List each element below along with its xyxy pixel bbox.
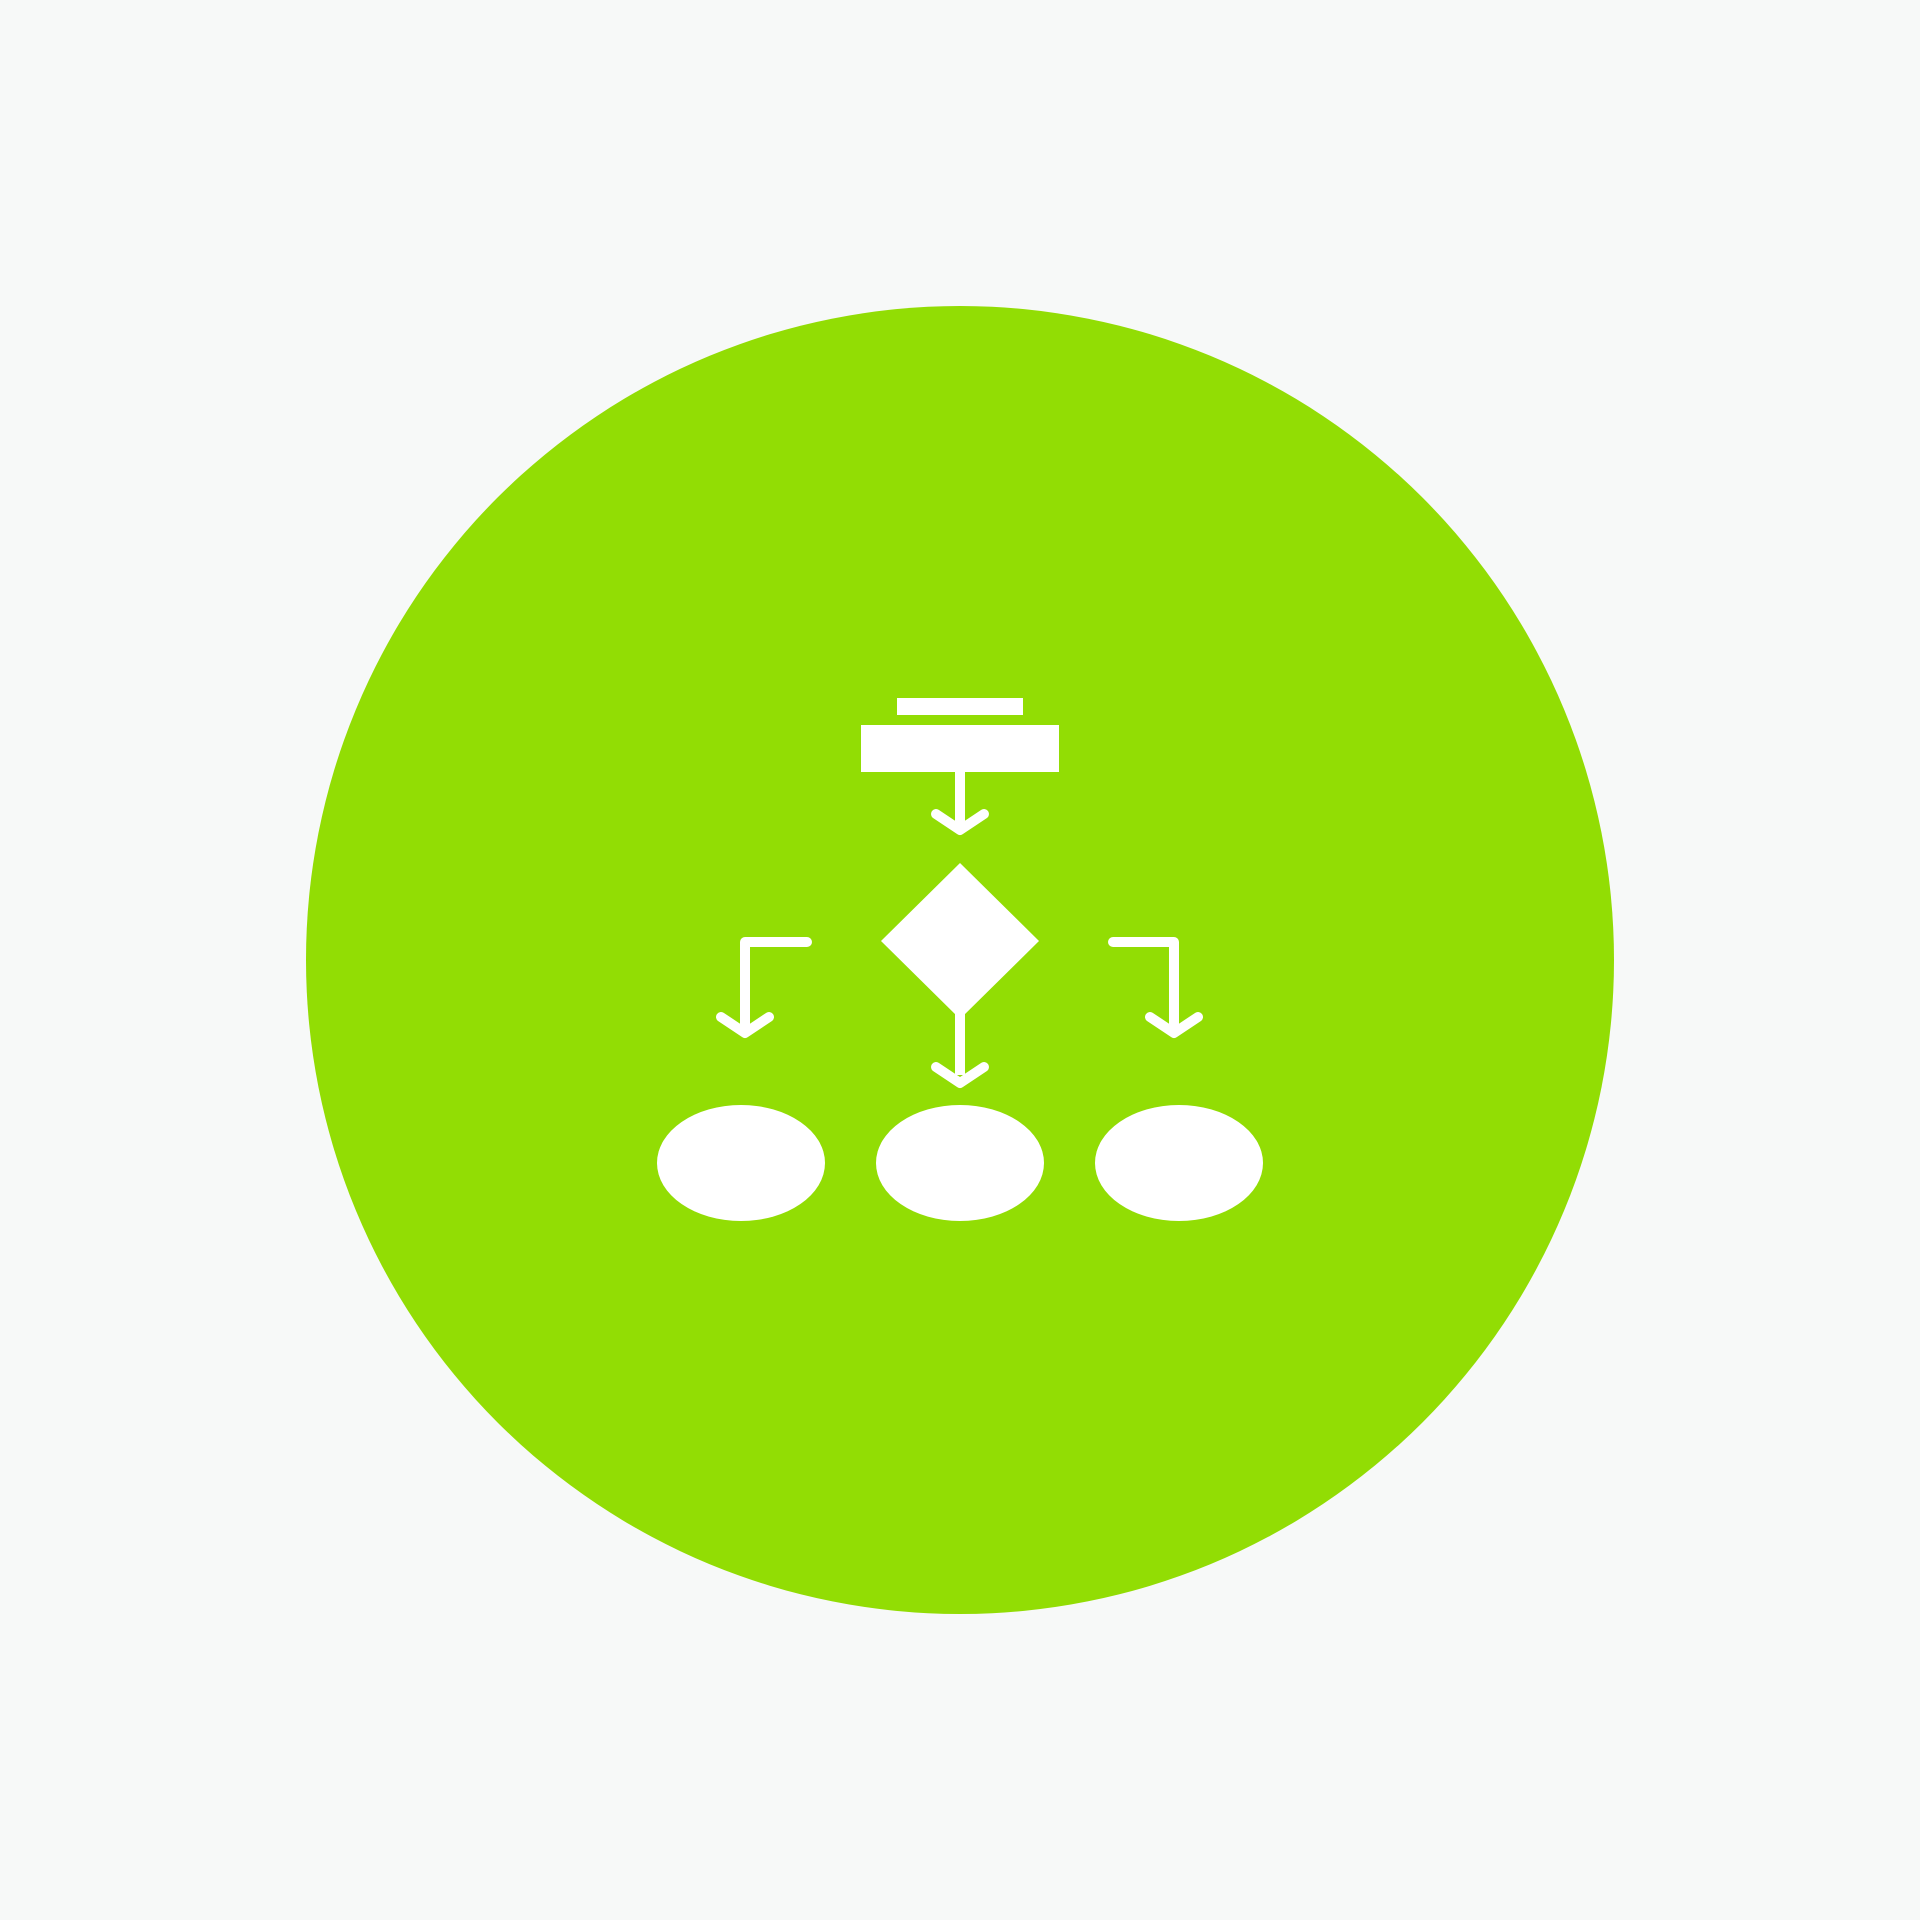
start-bar bbox=[897, 698, 1023, 715]
outcome-ellipse-middle bbox=[876, 1105, 1044, 1221]
connector-line-top bbox=[955, 770, 965, 825]
connector-line-right bbox=[1108, 937, 1179, 1037]
arrow-down-icon bbox=[1145, 1012, 1203, 1038]
arrow-down-icon bbox=[716, 1012, 774, 1038]
outcome-ellipse-left bbox=[657, 1105, 825, 1221]
arrow-down-icon bbox=[931, 809, 989, 835]
flowchart-glyph bbox=[657, 698, 1263, 1221]
arrow-down-icon bbox=[931, 1062, 989, 1088]
process-block bbox=[861, 725, 1059, 772]
connector-line-middle bbox=[955, 1010, 965, 1075]
decision-diamond bbox=[881, 863, 1039, 1019]
outcome-ellipse-right bbox=[1095, 1105, 1263, 1221]
connector-line-left bbox=[740, 937, 812, 1037]
